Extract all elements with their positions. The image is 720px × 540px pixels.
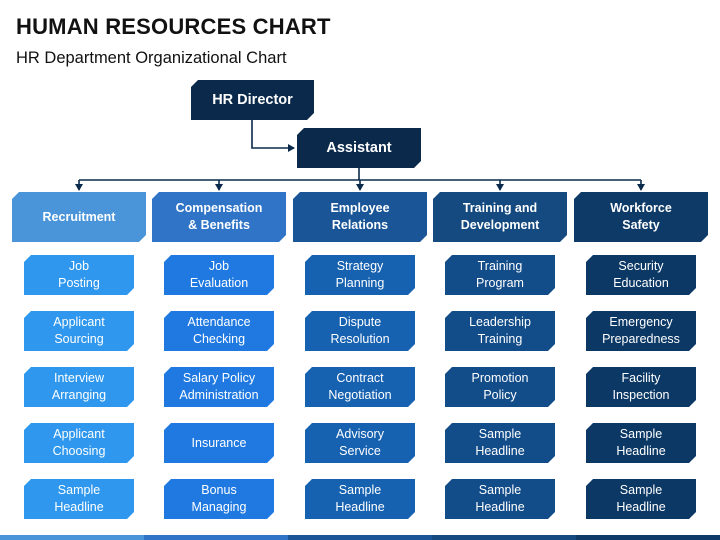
department-item: Job Posting [24,255,134,295]
department-item: Insurance [164,423,274,463]
department-header: Training and Development [433,192,567,242]
bottom-color-bar [0,535,720,540]
department-item: Training Program [445,255,555,295]
department-item: Salary Policy Administration [164,367,274,407]
department-item: Strategy Planning [305,255,415,295]
department-item: Security Education [586,255,696,295]
department-item: Sample Headline [586,479,696,519]
department-item: Contract Negotiation [305,367,415,407]
hr-director-box: HR Director [191,80,314,120]
department-item: Promotion Policy [445,367,555,407]
department-item: Job Evaluation [164,255,274,295]
department-item: Leadership Training [445,311,555,351]
department-header: Recruitment [12,192,146,242]
department-item: Sample Headline [24,479,134,519]
bottom-bar-segment [432,535,576,540]
page-title: HUMAN RESOURCES CHART [16,14,331,39]
department-item: Facility Inspection [586,367,696,407]
department-item: Sample Headline [305,479,415,519]
department-header: Workforce Safety [574,192,708,242]
bottom-bar-segment [0,535,144,540]
department-item: Sample Headline [586,423,696,463]
department-item: Advisory Service [305,423,415,463]
assistant-box: Assistant [297,128,421,168]
department-item: Applicant Sourcing [24,311,134,351]
department-item: Bonus Managing [164,479,274,519]
bottom-bar-segment [288,535,432,540]
bottom-bar-segment [144,535,288,540]
director-to-assistant-connector [251,120,295,152]
bottom-bar-segment [576,535,720,540]
department-item: Applicant Choosing [24,423,134,463]
department-item: Sample Headline [445,423,555,463]
department-item: Attendance Checking [164,311,274,351]
department-item: Dispute Resolution [305,311,415,351]
department-item: Interview Arranging [24,367,134,407]
page-subtitle: HR Department Organizational Chart [16,49,287,67]
department-item: Emergency Preparedness [586,311,696,351]
department-item: Sample Headline [445,479,555,519]
department-header: Employee Relations [293,192,427,242]
department-header: Compensation & Benefits [152,192,286,242]
